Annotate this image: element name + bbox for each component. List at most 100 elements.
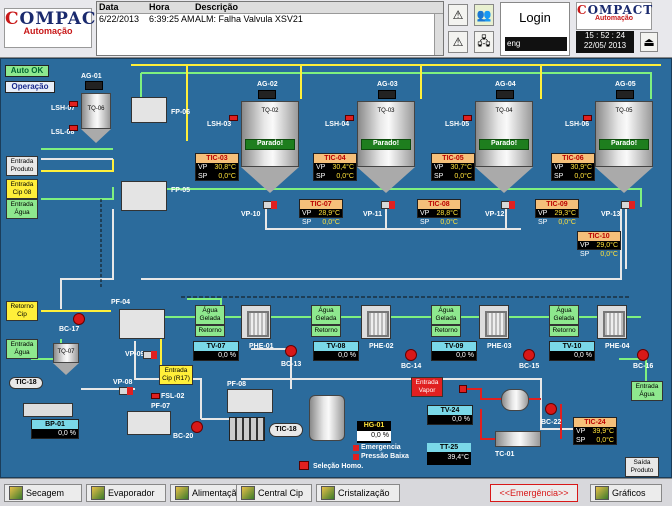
nav-alimentacao-button[interactable]: Alimentação (170, 484, 252, 502)
pump-bc15[interactable] (523, 349, 535, 361)
alarm-scrollbar[interactable] (434, 14, 443, 55)
tank-tq02[interactable]: TQ-02 (241, 101, 299, 167)
label-agua-gelada-4: Água Gelada (549, 305, 579, 325)
tq02-status: Parado! (245, 139, 295, 150)
bp01-display[interactable]: BP-01 0,0 % (31, 419, 79, 439)
phe-02[interactable] (361, 305, 391, 339)
nav-secagem-button[interactable]: Secagem (4, 484, 82, 502)
tank-tq03[interactable]: TQ-03 (357, 101, 415, 167)
lsh07-sensor (69, 101, 78, 107)
compact-logo-right: COMPACT Automação (576, 2, 652, 30)
valve-matrix-pf07[interactable] (127, 411, 171, 435)
tank-tq05[interactable]: TQ-05 (595, 101, 653, 167)
lsl08-tag: LSL-08 (51, 129, 75, 136)
login-box[interactable]: Login eng (500, 2, 570, 56)
valve-vp10[interactable] (263, 201, 277, 209)
phe-04[interactable] (597, 305, 627, 339)
valve-matrix-fp06[interactable] (131, 97, 167, 123)
label-entrada-cip-r17: Entrada Cip (R17) (159, 365, 193, 385)
ag01-motor[interactable] (85, 81, 103, 90)
ag03-motor[interactable] (378, 90, 396, 99)
alarm-panel[interactable]: Data Hora Descrição 6/22/2013 6:39:25 AM… (96, 1, 444, 56)
lsh06-sensor (583, 115, 592, 121)
tube-exchanger-tc01[interactable] (495, 431, 541, 447)
nav-central-cip-button[interactable]: Central Cip (236, 484, 312, 502)
lsh04-sensor (345, 115, 354, 121)
valve-vp08[interactable] (119, 387, 133, 395)
exit-icon[interactable]: ⏏ (640, 32, 658, 52)
ag02-motor[interactable] (258, 90, 276, 99)
nav-evaporador-button[interactable]: Evaporador (86, 484, 166, 502)
network-icon[interactable]: 🖧 (474, 31, 494, 53)
valve-vp09[interactable] (143, 351, 157, 359)
pump-bc22[interactable] (545, 403, 557, 415)
tq03-status: Parado! (361, 139, 411, 150)
heat-exchanger-tank[interactable] (501, 389, 529, 411)
homogenizer-pump[interactable] (23, 403, 73, 417)
nav-graficos-button[interactable]: Gráficos (590, 484, 662, 502)
label-agua-gelada-1: Água Gelada (195, 305, 225, 325)
auto-ok-status: Auto OK (5, 65, 49, 77)
tic18-indicator[interactable]: TIC-18 (9, 377, 43, 389)
label-agua-gelada-2: Água Gelada (311, 305, 341, 325)
tank-tq06[interactable]: TQ-06 (81, 93, 111, 129)
emergencia-indicator (353, 445, 359, 451)
operation-mode[interactable]: Operação (5, 81, 55, 93)
steam-valve[interactable] (459, 385, 467, 393)
valve-vp13[interactable] (621, 201, 635, 209)
lsl08-sensor (69, 125, 78, 131)
selecao-homo-indicator[interactable] (299, 461, 309, 470)
valve-vp11[interactable] (381, 201, 395, 209)
pump-bc14[interactable] (405, 349, 417, 361)
tq04-status: Parado! (479, 139, 529, 150)
label-retorno-cip: Retorno Cip (6, 301, 38, 321)
tank-tq04[interactable]: TQ-04 (475, 101, 533, 167)
warning-icon[interactable]: ⚠ (448, 31, 468, 53)
valve-matrix-pf08[interactable] (227, 389, 273, 413)
emergency-button[interactable]: <<Emergência>> (490, 484, 578, 502)
label-retorno-3: Retorno (431, 325, 461, 337)
ag04-motor[interactable] (496, 90, 514, 99)
clock-time: 15 : 52 : 24 (584, 31, 626, 40)
nav-cristalizacao-button[interactable]: Cristalização (316, 484, 400, 502)
pump-bc13[interactable] (285, 345, 297, 357)
fsl02-sensor (151, 393, 160, 399)
alarm-row[interactable]: 6/22/2013 6:39:25 AM ALM: Falha Valvula … (99, 14, 303, 24)
phe-01[interactable] (241, 305, 271, 339)
valve-vp12[interactable] (501, 201, 515, 209)
tt25-display[interactable]: TT-25 39,4°C (427, 443, 471, 465)
pump-bc16[interactable] (637, 349, 649, 361)
warning-ack-icon[interactable]: ⚠ (448, 4, 468, 26)
label-agua-gelada-3: Água Gelada (431, 305, 461, 325)
process-synoptic: Auto OK Operação AG-01 TQ-06 LSH-07 LSL-… (0, 58, 672, 478)
valve-matrix-pf04[interactable] (119, 309, 165, 339)
phe-03[interactable] (479, 305, 509, 339)
pump-bc20[interactable] (191, 421, 203, 433)
chart-icon (595, 486, 609, 500)
homogenizer[interactable] (309, 395, 345, 441)
valve-matrix-fp05[interactable] (121, 181, 167, 211)
ag05-motor[interactable] (616, 90, 634, 99)
label-entrada-vapor: Entrada Vapor (411, 377, 443, 397)
tank-tq07[interactable]: TQ-07 (53, 343, 79, 363)
screen-icon (9, 486, 23, 500)
pump-bc17[interactable] (73, 313, 85, 325)
users-icon[interactable]: 👥 (474, 4, 494, 26)
hg01-display[interactable]: HG-01 0,0 % (357, 421, 391, 443)
tic18b-indicator[interactable]: TIC-18 (269, 423, 303, 437)
label-retorno-1: Retorno (195, 325, 225, 337)
